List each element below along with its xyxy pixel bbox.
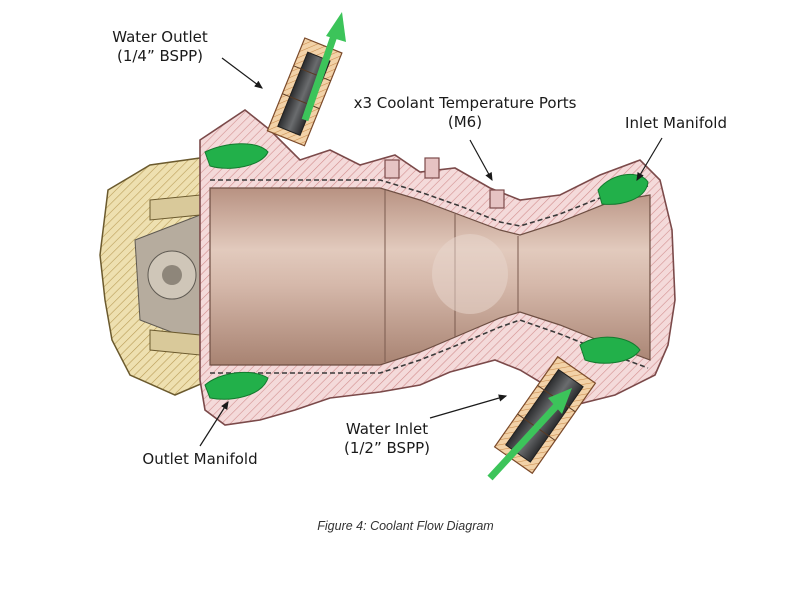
combustion-chamber <box>209 187 651 366</box>
inlet-flow-arrow <box>487 388 572 481</box>
water-inlet-name: Water Inlet <box>345 420 429 438</box>
leader-lines <box>199 57 663 447</box>
coolant-ports-name: x3 Coolant Temperature Ports <box>353 94 577 112</box>
outlet-manifold-top <box>204 143 269 169</box>
outlet-manifold-name: Outlet Manifold <box>142 450 258 468</box>
outlet-flow-arrow <box>301 12 346 122</box>
outlet-manifold-label: Outlet Manifold <box>120 450 280 469</box>
inlet-manifold-name: Inlet Manifold <box>625 114 727 132</box>
coolant-ports-leader <box>469 139 493 182</box>
water-inlet-label: Water Inlet (1/2” BSPP) <box>322 420 452 458</box>
cooling-channels <box>210 179 649 374</box>
water-outlet-name: Water Outlet <box>112 28 208 46</box>
injector-head <box>99 157 211 396</box>
water-outlet-label: Water Outlet (1/4” BSPP) <box>90 28 230 66</box>
inlet-manifold-top <box>597 173 649 205</box>
inlet-manifold-label: Inlet Manifold <box>606 114 746 133</box>
inlet-manifold-bottom <box>579 336 641 364</box>
outlet-manifold-bottom <box>204 371 269 400</box>
inlet-manifold-leader <box>636 137 663 182</box>
outlet-manifold-leader <box>199 400 229 447</box>
water-outlet-spec: (1/4” BSPP) <box>116 47 204 65</box>
coolant-temperature-ports <box>384 157 505 209</box>
water-inlet-spec: (1/2” BSPP) <box>343 439 431 457</box>
coolant-ports-label: x3 Coolant Temperature Ports (M6) <box>330 94 600 132</box>
water-outlet-leader <box>221 57 263 89</box>
coolant-ports-spec: (M6) <box>447 113 483 131</box>
water-inlet-leader <box>429 394 508 419</box>
figure-caption: Figure 4: Coolant Flow Diagram <box>317 519 494 533</box>
